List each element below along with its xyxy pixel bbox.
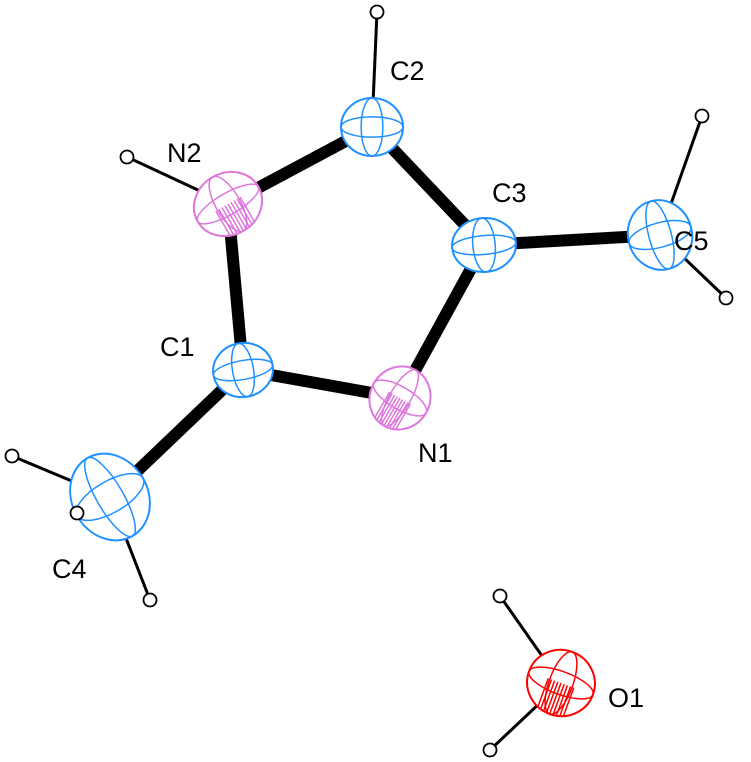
atom-N1 [368,365,432,431]
hydrogen-atom [369,4,385,20]
atom-label-C5: C5 [674,226,709,256]
hydrogen-atom [482,742,498,758]
hydrogen-atom [69,505,85,521]
atom-C5 [626,199,694,271]
hydrogen-atom [142,592,158,608]
atom-label-O1: O1 [608,683,644,713]
atom-label-C3: C3 [492,178,527,208]
atom-label-C4: C4 [52,554,87,584]
atom-C4 [69,452,151,542]
hydrogen-atom [492,588,508,604]
hydrogen-atom [694,108,710,124]
atom-N2 [192,170,264,238]
atom-C3 [451,216,517,274]
atom-C1 [212,341,274,399]
atom-label-N2: N2 [167,138,202,168]
hydrogen-atom [718,290,734,306]
atom-label-C1: C1 [160,332,195,362]
atom-O1 [526,648,596,718]
hydrogen-atom [119,149,135,165]
atom-label-C2: C2 [390,56,425,86]
atom-C2 [340,97,404,157]
atom-label-N1: N1 [418,438,453,468]
hydrogen-atom [4,448,20,464]
